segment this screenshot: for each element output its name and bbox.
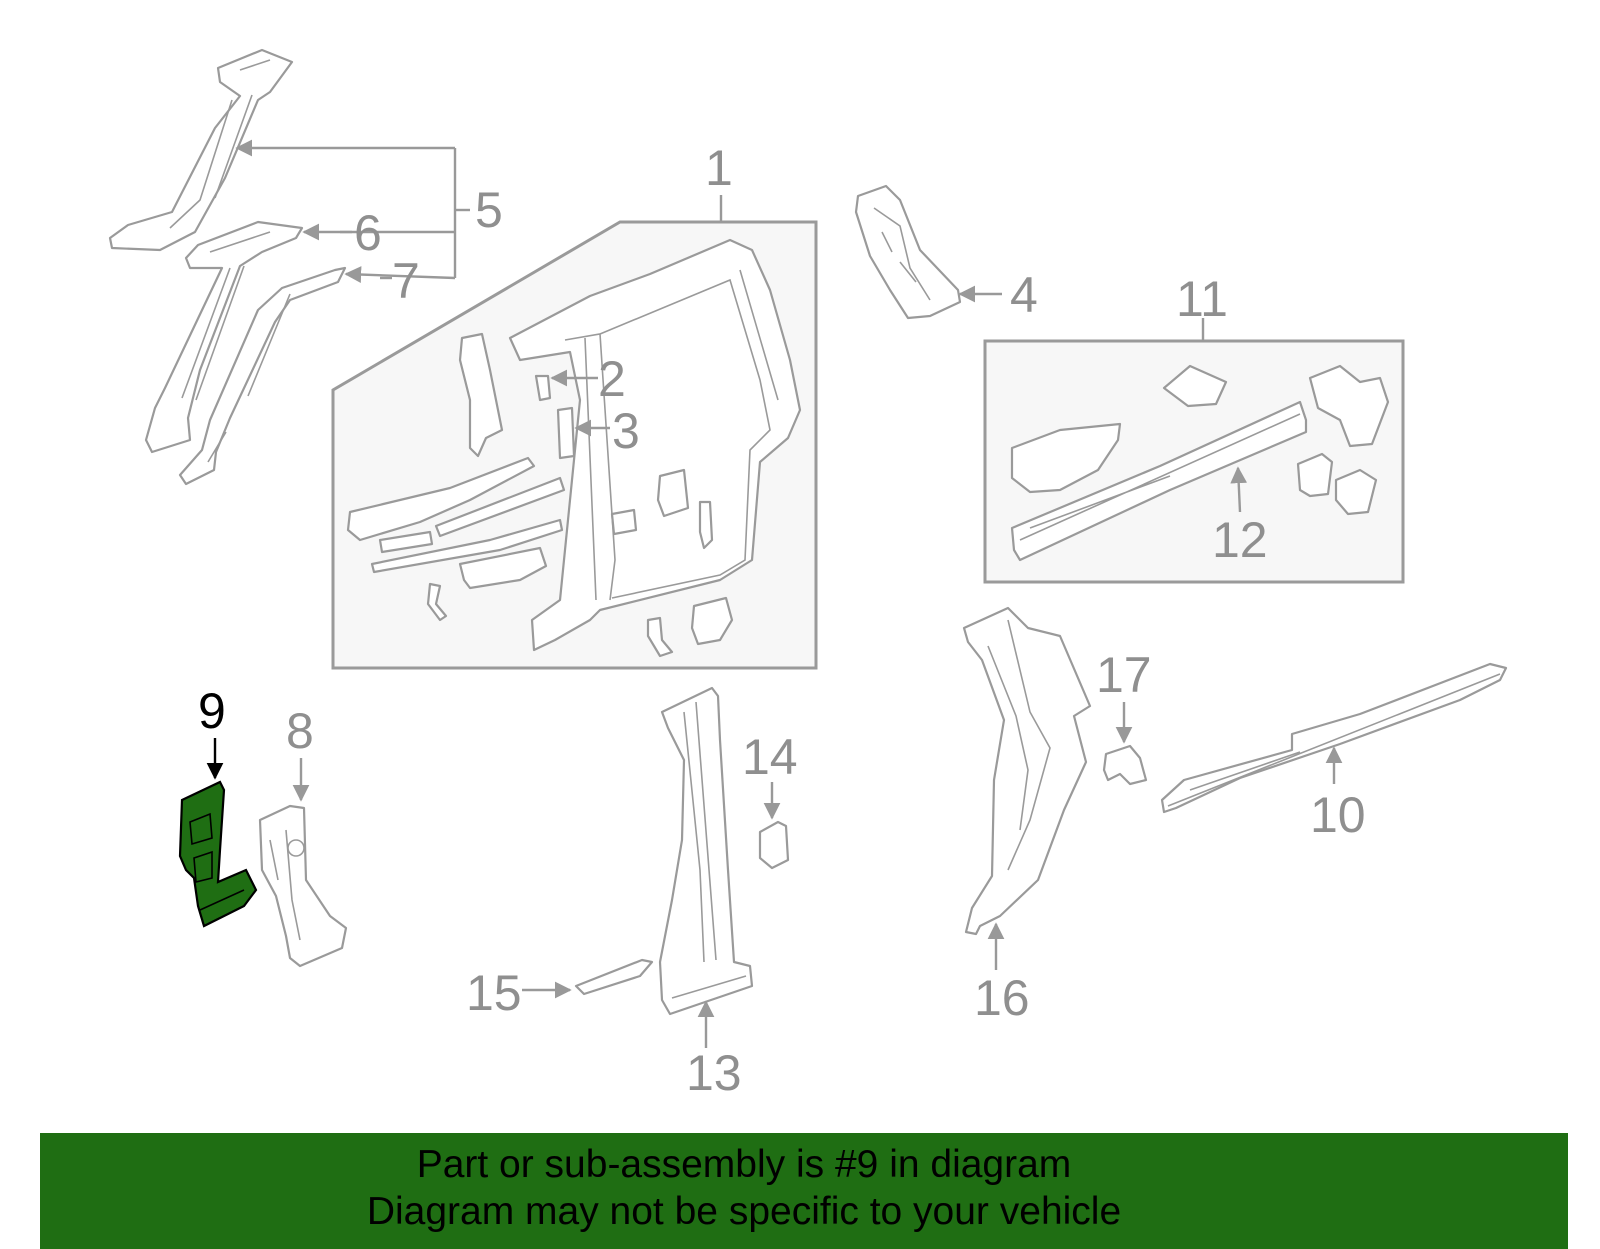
part-13-b-pillar[interactable]: [658, 686, 754, 1016]
part-14-bracket[interactable]: [758, 820, 790, 870]
part-4-bracket[interactable]: [854, 184, 962, 320]
part-11-rocker-assembly[interactable]: [983, 339, 1405, 584]
part-6-a-pillar-inner[interactable]: [144, 220, 304, 454]
part-8-b-pillar-reinforcement[interactable]: [258, 804, 348, 968]
callout-8: 8: [286, 703, 314, 759]
callout-6: 6: [354, 205, 382, 261]
part-5-a-pillar-upper[interactable]: [108, 48, 294, 252]
callout-7: 7: [392, 253, 420, 309]
callout-5: 5: [475, 182, 503, 238]
callout-16: 16: [974, 970, 1030, 1026]
callout-2: 2: [598, 351, 626, 407]
banner-line-1: Part or sub-assembly is #9 in diagram: [416, 1143, 1072, 1186]
part-15-strip[interactable]: [574, 958, 654, 996]
callout-9: 9: [198, 683, 226, 739]
callout-1: 1: [705, 140, 733, 196]
part-17-bracket[interactable]: [1102, 744, 1148, 786]
callout-3: 3: [612, 403, 640, 459]
callout-12: 12: [1212, 512, 1268, 568]
callout-13: 13: [686, 1045, 742, 1101]
callout-11-12-leaders: [1201, 318, 1248, 513]
callout-4: 4: [1010, 267, 1038, 323]
callout-11: 11: [1176, 271, 1228, 327]
callout-17: 17: [1096, 647, 1152, 703]
part-1-body-side-assembly[interactable]: [331, 220, 818, 670]
part-7-a-pillar-reinforcement[interactable]: [178, 266, 347, 486]
callout-2-3-leaders: [550, 369, 610, 437]
callout-group-5-6-7: [235, 139, 470, 283]
part-10-rocker-outer[interactable]: [1160, 662, 1508, 814]
callout-14: 14: [742, 729, 798, 785]
part-9-highlighted[interactable]: [178, 780, 258, 928]
banner-line-2: Diagram may not be specific to your vehi…: [366, 1190, 1122, 1233]
callout-10: 10: [1310, 787, 1366, 843]
callout-15: 15: [466, 965, 522, 1021]
part-16-c-pillar[interactable]: [962, 606, 1092, 936]
info-banner: Part or sub-assembly is #9 in diagram Di…: [40, 1133, 1568, 1249]
